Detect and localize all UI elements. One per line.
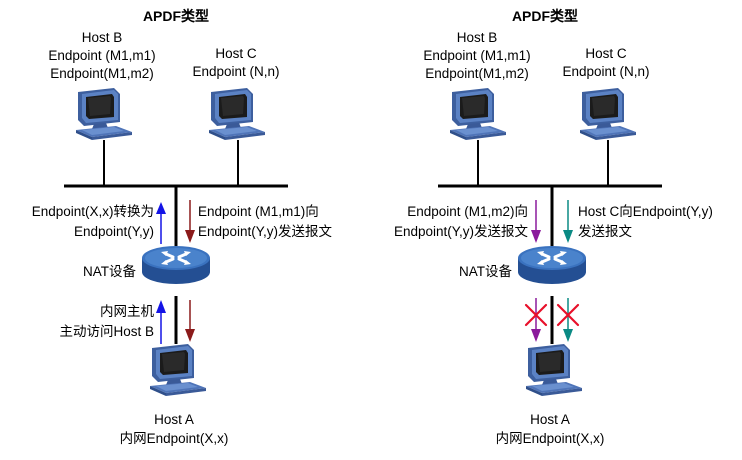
arrow-up-icon — [156, 300, 166, 344]
right-nat-label: NAT设备 — [459, 263, 512, 279]
left-note-send-2: Endpoint(Y,y)发送报文 — [198, 224, 333, 239]
left-note-access-2: 主动访问Host B — [59, 324, 154, 339]
right-note-m2-2: Endpoint(Y,y)发送报文 — [394, 224, 529, 239]
right-host-b-ep2: Endpoint(M1,m2) — [425, 66, 529, 81]
left-nat-label: NAT设备 — [83, 263, 136, 279]
right-host-b-ep1: Endpoint (M1,m1) — [423, 48, 530, 63]
left-host-b-name: Host B — [82, 30, 123, 45]
right-diagram: APDF类型 Host B Endpoint (M1,m1) Endpoint(… — [394, 8, 713, 446]
arrow-down-icon — [185, 300, 195, 342]
right-note-c-2: 发送报文 — [578, 224, 632, 239]
computer-icon — [150, 344, 206, 396]
arrow-down-icon — [531, 200, 541, 243]
blocked-x-icon — [556, 303, 580, 327]
left-note-translate-1: Endpoint(X,x)转换为 — [32, 204, 154, 219]
right-host-a-ep: 内网Endpoint(X,x) — [496, 431, 605, 446]
left-note-translate-2: Endpoint(Y,y) — [74, 224, 154, 239]
right-host-c-ep: Endpoint (N,n) — [562, 64, 649, 79]
right-host-b-name: Host B — [457, 30, 498, 45]
left-title: APDF类型 — [143, 8, 209, 24]
left-host-c-ep: Endpoint (N,n) — [192, 64, 279, 79]
left-host-a-name: Host A — [154, 412, 194, 427]
arrow-down-icon — [563, 200, 573, 243]
right-host-c-name: Host C — [585, 46, 627, 61]
arrow-down-icon — [185, 200, 195, 243]
blocked-x-icon — [524, 303, 548, 327]
left-note-access-1: 内网主机 — [100, 304, 154, 319]
left-host-b-ep2: Endpoint(M1,m2) — [50, 66, 154, 81]
computer-icon — [450, 88, 506, 140]
router-icon — [140, 244, 212, 286]
computer-icon — [526, 344, 582, 396]
left-diagram: APDF类型 Host B Endpoint (M1,m1) Endpoint(… — [32, 8, 333, 446]
left-host-b-ep1: Endpoint (M1,m1) — [48, 48, 155, 63]
right-note-m2-1: Endpoint (M1,m2)向 — [407, 204, 528, 219]
router-icon — [516, 244, 588, 286]
right-note-c-1: Host C向Endpoint(Y,y) — [578, 204, 713, 219]
arrow-up-icon — [156, 202, 166, 244]
left-host-a-ep: 内网Endpoint(X,x) — [120, 431, 229, 446]
right-host-a-name: Host A — [530, 412, 570, 427]
computer-icon — [76, 88, 132, 140]
computer-icon — [209, 88, 265, 140]
left-note-send-1: Endpoint (M1,m1)向 — [198, 204, 319, 219]
computer-icon — [580, 88, 636, 140]
right-title: APDF类型 — [512, 8, 578, 24]
left-host-c-name: Host C — [215, 46, 257, 61]
